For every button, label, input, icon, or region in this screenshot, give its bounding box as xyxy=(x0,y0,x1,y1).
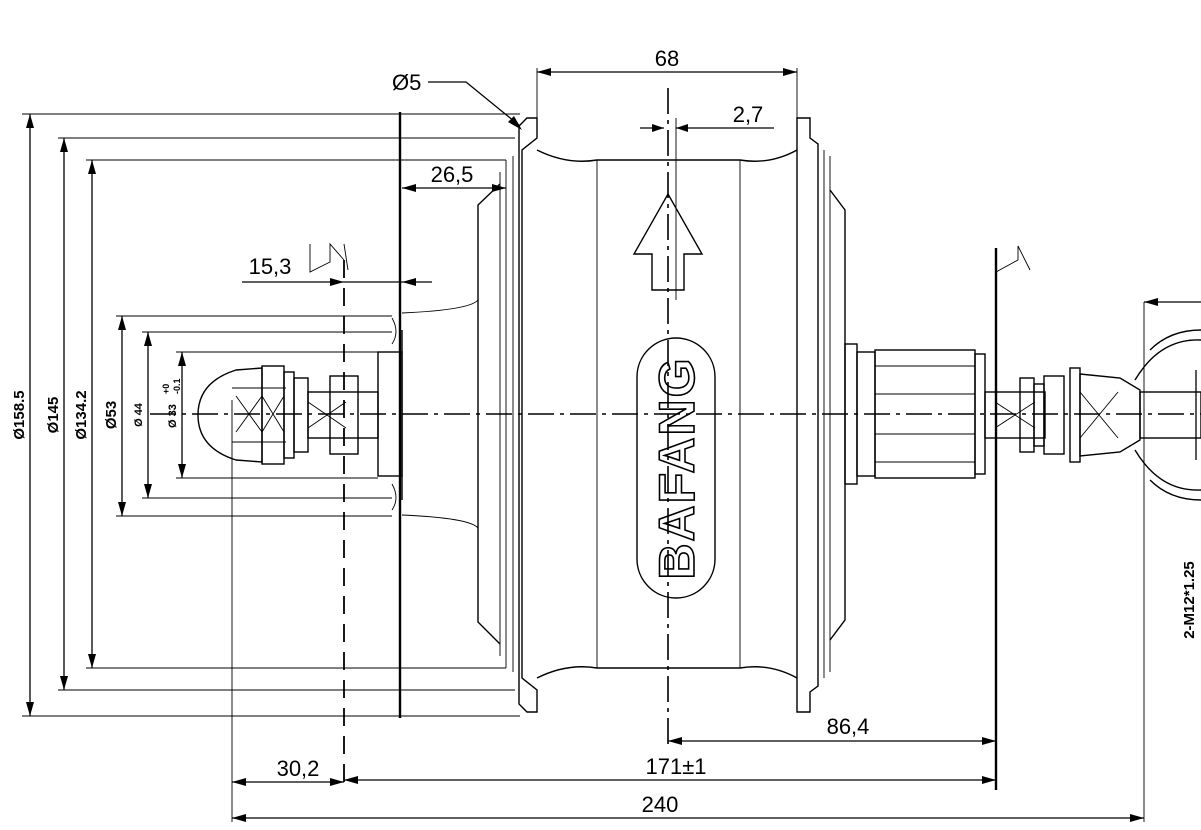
dim-dia-134-2: Ø134.2 xyxy=(73,390,90,439)
right-dropout-plane xyxy=(994,245,1031,790)
dim-dia-33-tol-lower: -0.1 xyxy=(172,378,182,394)
diameter-extension-lines xyxy=(22,113,520,717)
hub-shell xyxy=(377,117,846,713)
dim-dia-33: Ø 33 xyxy=(167,404,179,428)
dim-dia-158-5: Ø158.5 xyxy=(11,390,28,439)
dim-dia-53: Ø53 xyxy=(103,401,120,429)
brand-logo-text: BAFANG xyxy=(649,356,705,579)
dim-86-4: 86,4 xyxy=(827,714,870,739)
inner-dropout-cut xyxy=(309,242,349,790)
rotation-direction-arrow xyxy=(632,192,704,291)
dim-dia-33-tol-upper: +0 xyxy=(161,384,171,394)
dim-dia-33-group: Ø 33 +0 -0.1 xyxy=(161,378,182,428)
dim-thread-m12: 2-M12*1.25 xyxy=(1181,561,1198,639)
dim-15-3: 15,3 xyxy=(249,254,292,279)
left-axle-nut xyxy=(197,365,379,465)
right-axle-cassette xyxy=(844,329,1201,501)
dim-2-7: 2,7 xyxy=(733,102,764,127)
dim-171: 171±1 xyxy=(645,754,706,779)
dim-dia-44: Ø 44 xyxy=(133,402,145,427)
diameter-dimension-lines xyxy=(26,114,186,716)
dim-26-5: 26,5 xyxy=(431,162,474,187)
dim-68: 68 xyxy=(655,46,679,71)
dim-dia-145: Ø145 xyxy=(45,397,62,434)
dim-30-2: 30,2 xyxy=(277,756,320,781)
dim-hole-dia-5: Ø5 xyxy=(392,70,421,95)
brand-logo-badge: BAFANG xyxy=(636,337,716,599)
dim-240: 240 xyxy=(642,792,679,817)
